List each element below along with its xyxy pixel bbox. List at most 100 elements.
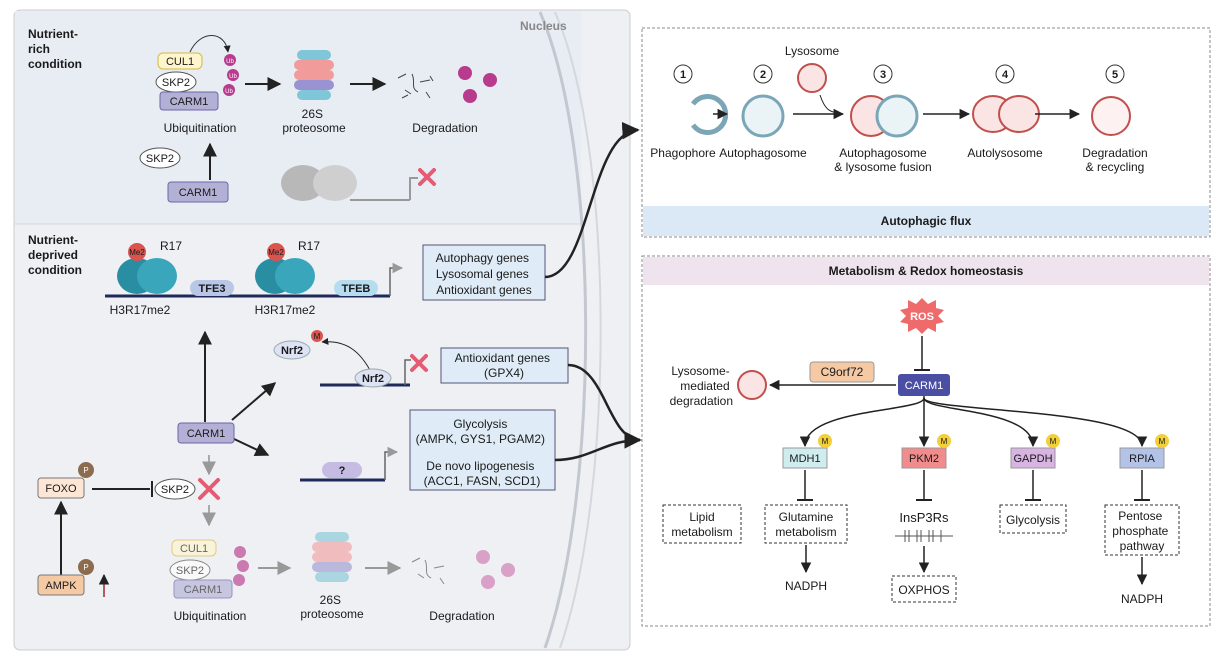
connector-antioxidant [567, 363, 642, 449]
metabolism-title: Metabolism & Redox homeostasis [829, 264, 1024, 278]
nrf2-bound [354, 368, 392, 388]
chromatin-tfeb: Me2 R17 TFEB [245, 239, 404, 298]
svg-text:CARM1: CARM1 [187, 428, 226, 440]
nrf2-free [273, 340, 311, 360]
step-label: & lysosome fusion [834, 160, 931, 174]
svg-text:Ub: Ub [226, 59, 234, 65]
svg-text:SKP2: SKP2 [176, 565, 204, 577]
carm1-branch-arrow [799, 397, 925, 448]
enzyme-label: PKM2 [909, 453, 939, 465]
svg-text:AMPK: AMPK [45, 580, 77, 592]
svg-text:P: P [83, 466, 88, 475]
step-label: Autophagosome [839, 146, 927, 160]
degradation-fragments-top [397, 73, 434, 99]
svg-text:C9orf72: C9orf72 [821, 365, 864, 379]
svg-text:Ub: Ub [229, 74, 237, 80]
carm1-branch-arrow [923, 397, 1039, 448]
step-label: Degradation [1082, 146, 1147, 160]
enzyme-label: MDH1 [789, 453, 820, 465]
degradation-bottom-label: Degradation [429, 609, 494, 623]
carm1-free [167, 181, 229, 203]
carm1-center [177, 422, 235, 444]
svg-text:CUL1: CUL1 [180, 543, 208, 555]
autophagy-title: Autophagic flux [881, 214, 972, 228]
svg-text:OXPHOS: OXPHOS [898, 583, 949, 597]
lysosome-icon [797, 63, 827, 93]
svg-text:Me2: Me2 [268, 248, 284, 257]
svg-text:SKP2: SKP2 [162, 77, 190, 89]
nucleus-label: Nucleus [520, 19, 567, 33]
svg-text:Ub: Ub [225, 89, 233, 95]
lysosome-label: Lysosome [785, 44, 840, 58]
svg-text:ROS: ROS [910, 311, 934, 323]
chromatin-tfe3: Me2 R17 TFE3 [105, 239, 245, 298]
step-label: & recycling [1086, 160, 1145, 174]
nucleosome-silent [281, 165, 436, 201]
enzyme-rpia: RPIA M [1119, 434, 1169, 469]
step-number: 4 [1002, 69, 1009, 81]
carm1-branch-arrow [923, 397, 1148, 448]
svg-text:M: M [314, 332, 321, 341]
ros-burst [900, 298, 944, 334]
methyl-mark: M [822, 437, 829, 446]
genes-box [422, 244, 546, 301]
svg-text:Antioxidant genes (GPX4): Antioxidant genes (GPX4) [455, 351, 554, 380]
svg-text:Me2: Me2 [129, 248, 145, 257]
svg-text:Glycolysis: Glycolysis [1006, 513, 1060, 527]
svg-text:CUL1: CUL1 [166, 56, 194, 68]
proteasome-top [294, 50, 334, 100]
svg-text:Nrf2: Nrf2 [362, 373, 384, 385]
autophagy-title-bar [643, 206, 1209, 236]
svg-text:TFE3: TFE3 [199, 283, 226, 295]
svg-text:R17: R17 [298, 239, 320, 253]
antioxidant-box [440, 347, 569, 384]
lipid-metabolism-box [662, 504, 742, 544]
step-number: 1 [680, 69, 686, 81]
svg-text:Glycolysis (AMPK, GYS1, PG: Glycolysis (AMPK, GYS1, PGAM2) De novo l… [416, 417, 549, 488]
svg-text:FOXO: FOXO [45, 483, 77, 495]
membrane-channels [895, 530, 953, 542]
svg-text:P: P [83, 563, 88, 572]
unknown-factor [322, 462, 362, 478]
svg-text:CARM1: CARM1 [170, 96, 209, 108]
glutamine-metabolism-box [764, 504, 848, 544]
svg-text:?: ? [339, 465, 346, 477]
lysosome-degradation-icon [737, 370, 767, 400]
svg-text:TFEB: TFEB [342, 283, 371, 295]
nuclear-envelope [538, 11, 588, 649]
svg-text:Autophagy genes Lysosomal: Autophagy genes Lysosomal genes Antioxid… [436, 251, 533, 297]
nadph-2: NADPH [1121, 592, 1163, 606]
enzyme-label: RPIA [1129, 453, 1155, 465]
enzyme-label: GAPDH [1013, 453, 1052, 465]
top-ubiquitin-complex: CUL1 SKP2 CARM1 Ub Ub Ub [155, 35, 239, 111]
nutrient-rich-label: Nutrient- rich condition [28, 27, 82, 71]
ubiquitination-bottom-label: Ubiquitination [174, 609, 247, 623]
glycolysis-lipogenesis-box [409, 409, 556, 491]
connector-to-autophagy [544, 121, 640, 279]
glycolysis-box [999, 504, 1067, 534]
methyl-mark: M [1159, 437, 1166, 446]
ubiquitination-label: Ubiquitination [164, 121, 237, 135]
h3r17me2-left: H3R17me2 [110, 303, 171, 317]
svg-text:SKP2: SKP2 [146, 153, 174, 165]
bottom-ubiquitin-complex: CUL1 SKP2 CARM1 [169, 539, 249, 599]
step-label: Phagophore [650, 146, 716, 160]
foxo [37, 477, 85, 499]
degradation-fragments-bottom [411, 557, 445, 585]
proteasome-top-label: 26S proteosome [282, 107, 346, 135]
skp2-free [139, 147, 181, 169]
proteasome-bottom-label: 26S proteosome [300, 593, 364, 621]
metabolism-title-bar [643, 257, 1209, 285]
step-number: 5 [1112, 69, 1118, 81]
step-label: Autolysosome [967, 146, 1043, 160]
